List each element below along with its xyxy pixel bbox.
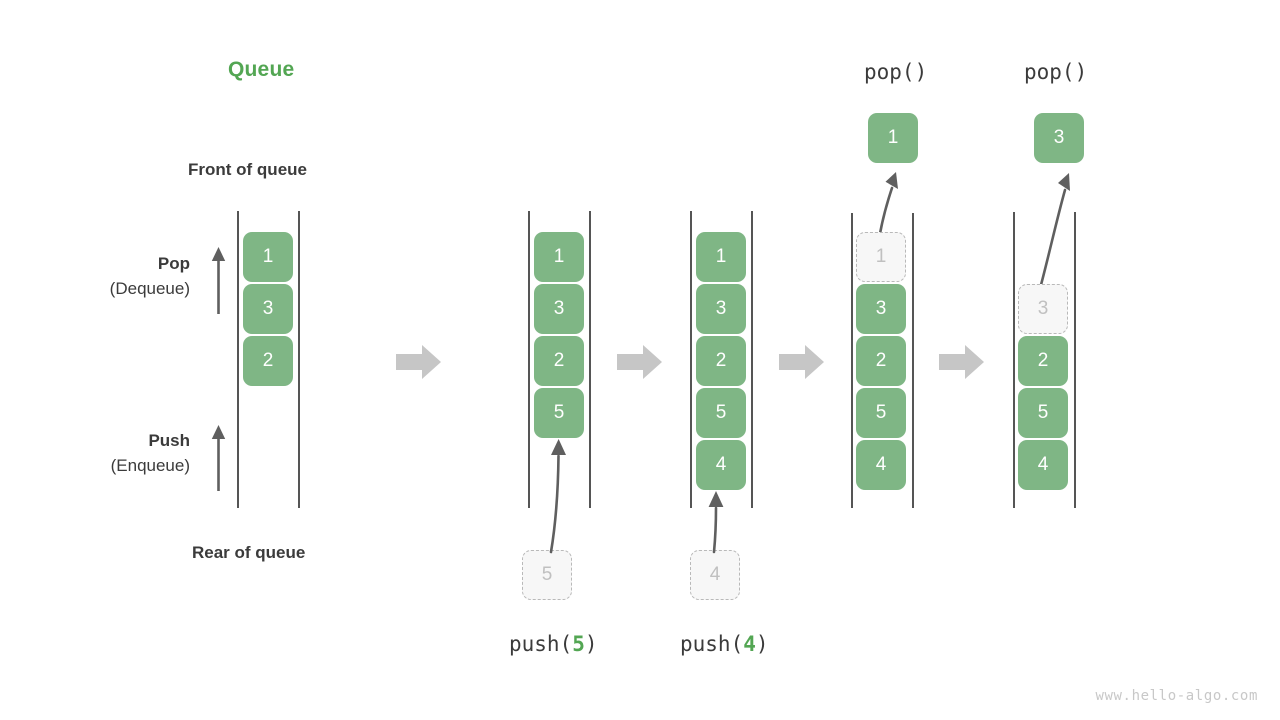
op-caption-value: 4 [743,632,756,656]
queue-cell: 3 [243,284,293,334]
op-caption-suffix: ) [584,632,598,656]
queue-cell: 1 [243,232,293,282]
queue-rail-left [237,211,239,508]
queue-cell: 2 [534,336,584,386]
queue-rail-right [298,211,300,508]
incoming-ghost-cell: 4 [690,550,740,600]
pop-up-arrow-icon [211,247,226,314]
queue-cell: 2 [856,336,906,386]
queue-cell: 1 [534,232,584,282]
queue-cell: 5 [696,388,746,438]
push-curve-arrow-icon [549,439,566,554]
queue-cell: 3 [534,284,584,334]
queue-cell: 3 [696,284,746,334]
step-arrow-icon [939,345,984,379]
queue-cell: 2 [1018,336,1068,386]
op-caption-suffix: ) [755,632,769,656]
queue-cell-vacated: 3 [1018,284,1068,334]
queue-cell: 4 [856,440,906,490]
front-of-queue-label: Front of queue [188,160,307,179]
popped-cell: 1 [868,113,918,163]
queue-cell: 3 [856,284,906,334]
queue-cell: 5 [1018,388,1068,438]
queue-rail-left [851,213,853,508]
op-caption-pop-1: pop() [864,60,928,84]
op-caption-push-5: push(5) [509,632,598,656]
queue-cell-new: 4 [696,440,746,490]
op-caption-prefix: push( [680,632,744,656]
op-caption-push-4: push(4) [680,632,769,656]
push-curve-arrow-icon [708,491,724,554]
queue-rail-left [1013,212,1015,508]
op-caption-value: 5 [572,632,585,656]
step-arrow-icon [779,345,824,379]
queue-cell: 4 [1018,440,1068,490]
push-label-main: Push [148,431,190,450]
push-label-sub: (Enqueue) [110,456,190,475]
incoming-ghost-cell: 5 [522,550,572,600]
queue-rail-right [1074,212,1076,508]
queue-cell: 2 [243,336,293,386]
queue-rail-right [751,211,753,508]
watermark: www.hello-algo.com [1095,688,1258,704]
pop-operation-label: Pop (Dequeue) [60,252,190,302]
push-up-arrow-icon [211,425,226,491]
step-arrow-icon [617,345,662,379]
pop-label-sub: (Dequeue) [109,279,190,298]
queue-cell: 2 [696,336,746,386]
rear-of-queue-label: Rear of queue [192,543,306,562]
step-arrow-icon [396,345,441,379]
queue-cell: 1 [696,232,746,282]
pop-label-main: Pop [157,254,190,273]
queue-cell: 5 [856,388,906,438]
queue-rail-right [912,213,914,508]
page-title: Queue [228,58,295,81]
queue-rail-left [528,211,530,508]
queue-rail-right [589,211,591,508]
queue-rail-left [690,211,692,508]
push-operation-label: Push (Enqueue) [60,429,190,479]
queue-cell-vacated: 1 [856,232,906,282]
popped-cell: 3 [1034,113,1084,163]
queue-cell-new: 5 [534,388,584,438]
op-caption-prefix: push( [509,632,573,656]
op-caption-pop-3: pop() [1024,60,1088,84]
